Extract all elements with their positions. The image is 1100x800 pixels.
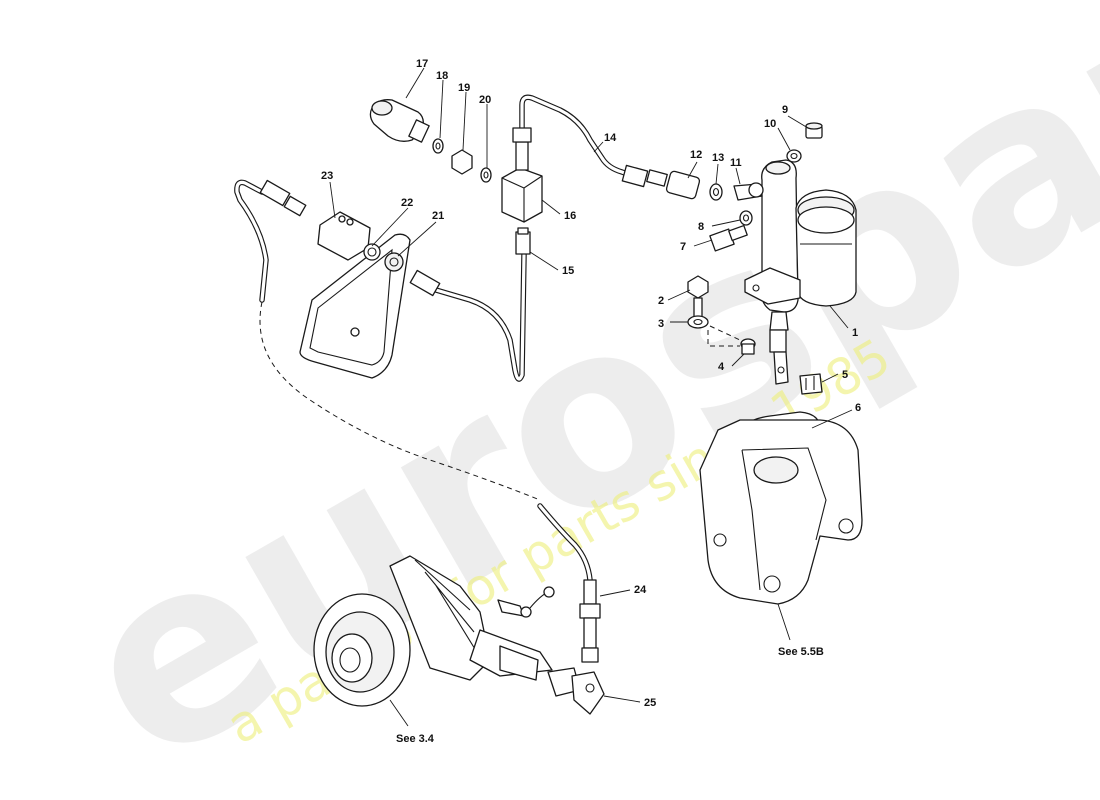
part-16-junction-block <box>501 127 543 223</box>
pipe-14 <box>519 94 635 179</box>
leader-lines <box>329 67 853 727</box>
part-19-adaptor <box>451 149 473 175</box>
part-8-washer <box>739 210 753 226</box>
callout-13: 13 <box>712 152 724 164</box>
part-3-washer <box>687 315 709 329</box>
part-20-washer <box>480 167 492 183</box>
callout-16: 16 <box>564 210 576 222</box>
bellhousing <box>699 419 863 605</box>
part-7-bolt <box>709 224 748 252</box>
part-12-union <box>621 164 701 200</box>
part-15-union <box>515 227 531 255</box>
part-17-pressure-switch <box>369 99 430 143</box>
part-18-washer <box>432 138 444 154</box>
callout-5: 5 <box>842 369 848 381</box>
callout-4: 4 <box>718 361 725 373</box>
part-24-connector <box>579 579 601 663</box>
callout-18: 18 <box>436 70 448 82</box>
pipe-15 <box>433 252 527 382</box>
hose-route-dashed <box>259 301 541 501</box>
flexible-hose <box>234 179 269 303</box>
pipe-24 <box>537 503 593 583</box>
callout-6: 6 <box>855 402 861 414</box>
part-4-pin <box>740 338 756 355</box>
part-1-master-cylinder <box>744 159 857 385</box>
hose-end-fitting <box>259 179 307 217</box>
callout-17: 17 <box>416 58 428 70</box>
callout-1: 1 <box>852 327 858 339</box>
callout-3: 3 <box>658 318 664 330</box>
callout-25: 25 <box>644 697 656 709</box>
part-22-clip <box>363 243 381 261</box>
part-11-outlet <box>733 182 764 201</box>
callout-24: 24 <box>634 584 647 596</box>
callout-2: 2 <box>658 295 664 307</box>
bracket-assembly <box>299 211 411 379</box>
callout-21: 21 <box>432 210 444 222</box>
part-21-nut <box>384 252 404 272</box>
part-5-clip <box>799 373 823 395</box>
pipe-nut-bracket <box>409 269 441 297</box>
callout-9: 9 <box>782 104 788 116</box>
part-13-seal <box>709 183 723 201</box>
reference-see-3-4: See 3.4 <box>396 733 435 745</box>
callout-12: 12 <box>690 149 702 161</box>
callout-14: 14 <box>604 132 617 144</box>
callout-10: 10 <box>764 118 776 130</box>
callout-8: 8 <box>698 221 704 233</box>
part-25-bleed-fitting <box>547 667 605 715</box>
callout-7: 7 <box>680 241 686 253</box>
release-bearing-assembly <box>313 555 555 707</box>
part-9-plug <box>805 122 823 139</box>
callout-15: 15 <box>562 265 574 277</box>
bolt-guide-dashed <box>707 325 741 347</box>
callout-23: 23 <box>321 170 333 182</box>
callout-22: 22 <box>401 197 413 209</box>
callout-11: 11 <box>730 157 742 169</box>
callout-19: 19 <box>458 82 470 94</box>
callout-labels: 1 2 3 4 5 6 7 8 9 10 11 12 13 14 15 16 1… <box>321 58 861 745</box>
callout-20: 20 <box>479 94 491 106</box>
part-10-washer <box>786 149 802 163</box>
reference-see-5-5b: See 5.5B <box>778 646 824 658</box>
